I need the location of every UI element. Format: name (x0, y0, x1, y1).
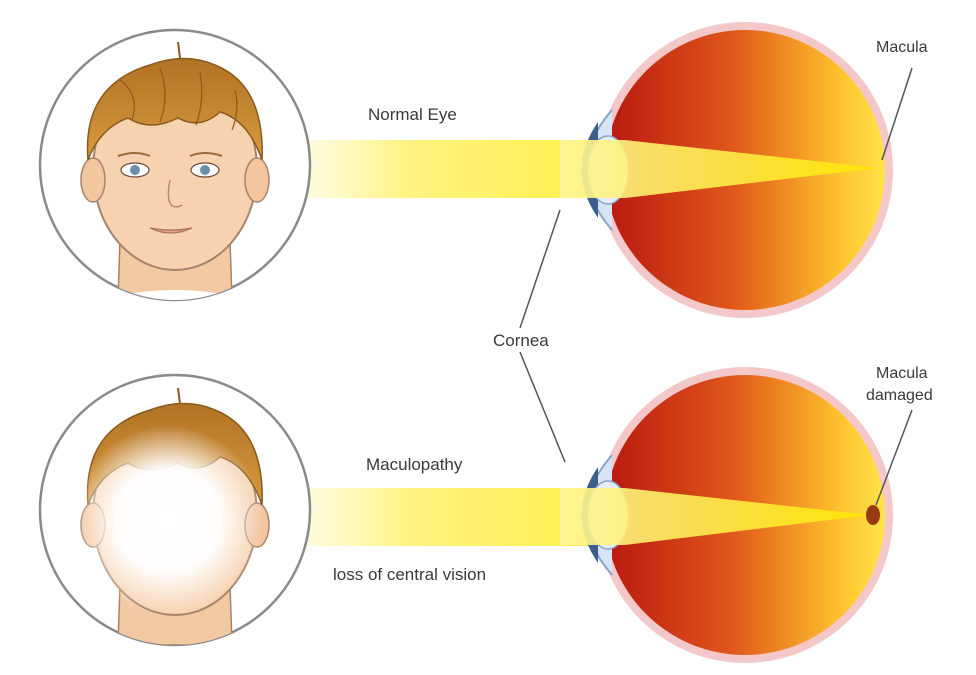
label-macula-damaged-line2: damaged (866, 387, 933, 404)
label-loss-of-central-vision: loss of central vision (333, 565, 486, 584)
light-beam-top (300, 140, 600, 198)
label-macula-damaged-line1: Macula (876, 365, 928, 382)
damaged-macula-spot (866, 505, 880, 525)
macula-spot (876, 164, 884, 172)
label-cornea: Cornea (493, 331, 549, 350)
label-macula: Macula (876, 39, 928, 56)
macula-damaged-leader (876, 410, 912, 505)
face-maculopathy (40, 375, 310, 645)
central-vision-blur (73, 425, 263, 615)
macula-leader (882, 68, 912, 160)
face-normal (40, 30, 310, 330)
cornea-leader-bottom (520, 352, 565, 462)
cornea-leader-top (520, 210, 560, 328)
label-maculopathy: Maculopathy (366, 455, 463, 474)
label-normal-eye: Normal Eye (368, 105, 457, 124)
eyeball-normal (560, 22, 893, 318)
light-beam-bottom (300, 488, 600, 546)
eyeball-maculopathy (560, 367, 893, 663)
